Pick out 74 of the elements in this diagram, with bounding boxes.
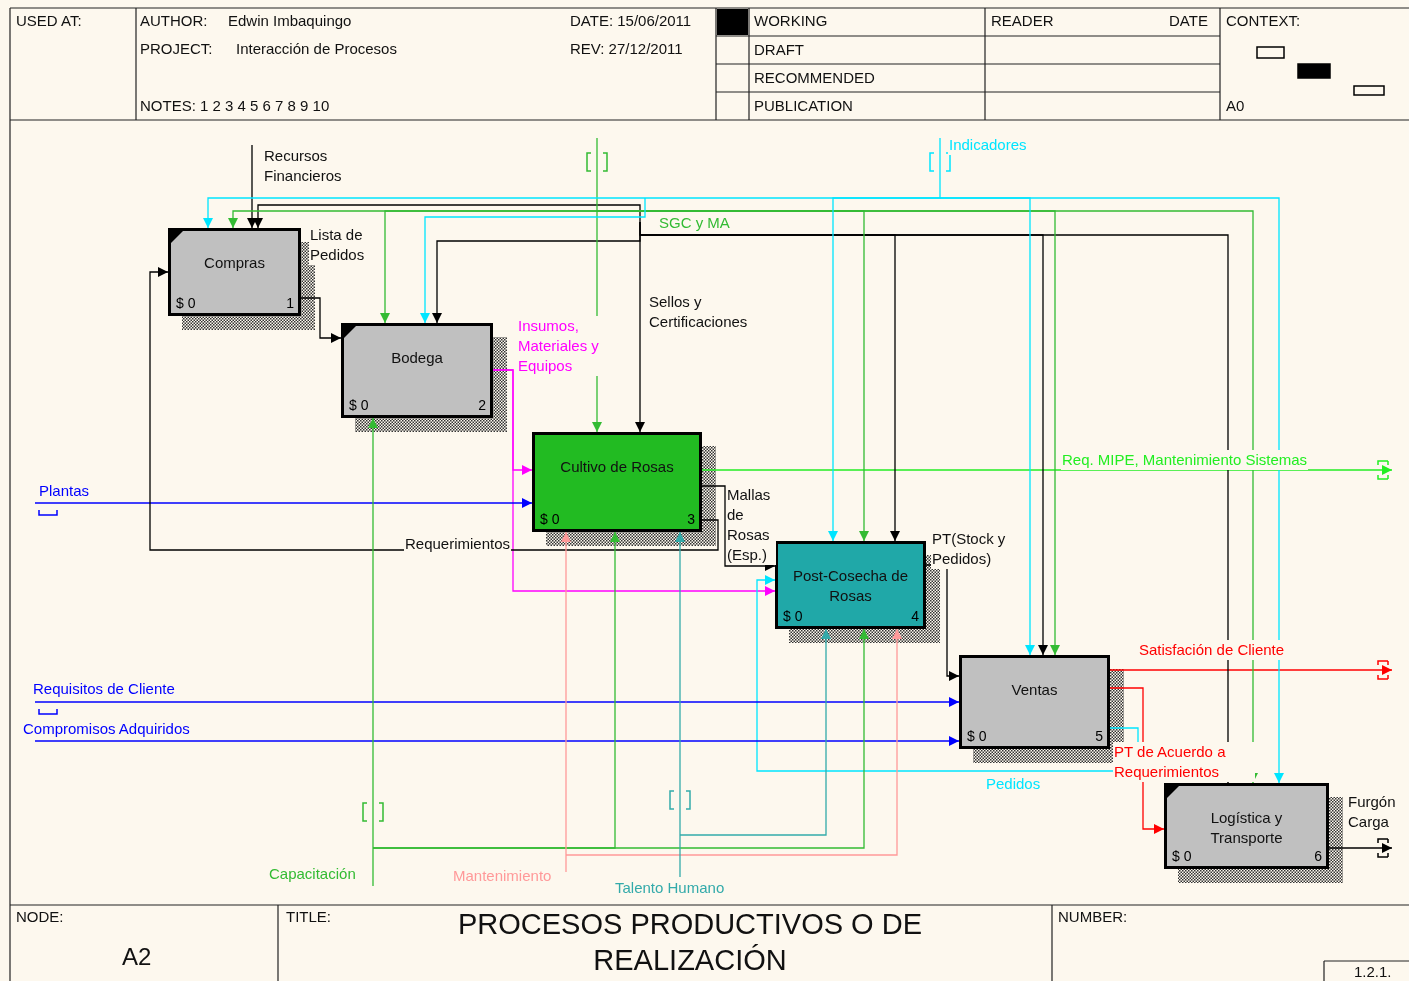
form-label: DATE (1169, 12, 1208, 29)
form-label: PUBLICATION (754, 97, 853, 114)
arrow (701, 485, 776, 571)
edge-label: Satisfación de Cliente (1138, 640, 1286, 660)
form-label: RECOMMENDED (754, 69, 875, 86)
form-label: PROJECT: (140, 40, 213, 57)
activity-name: Logística y Transporte (1209, 808, 1284, 848)
activity-number: 5 (1095, 728, 1103, 744)
form-label: REV: 27/12/2011 (570, 40, 683, 57)
arrow (561, 531, 571, 873)
arrow (925, 564, 960, 681)
activity-number: 2 (478, 397, 486, 413)
activity-number: 1 (286, 295, 294, 311)
cost-label: $ 0 (349, 397, 369, 413)
arrow (247, 144, 257, 229)
arrow (1328, 843, 1393, 853)
form-label: WORKING (754, 12, 828, 29)
arrow (368, 417, 378, 887)
activity-box (168, 228, 301, 316)
arrow (1109, 665, 1393, 675)
activity-box (341, 323, 493, 418)
arrow (639, 221, 900, 542)
activity-name: Cultivo de Rosas (559, 457, 675, 477)
form-label: Edwin Imbaquingo (228, 12, 352, 29)
arrow (300, 297, 342, 343)
form-label: 1.2.1. (1354, 963, 1392, 980)
arrow (34, 736, 960, 746)
form-label: NOTES: 1 2 3 4 5 6 7 8 9 10 (140, 97, 330, 114)
arrow (34, 498, 533, 508)
cost-label: $ 0 (540, 511, 560, 527)
arrow (679, 628, 831, 836)
form-label: CONTEXT: (1226, 12, 1301, 29)
node-id: A2 (122, 943, 152, 971)
form-label: Interacción de Procesos (236, 40, 397, 57)
cost-label: $ 0 (176, 295, 196, 311)
arrow (939, 197, 1284, 784)
form-label: USED AT: (16, 12, 82, 29)
arrow (701, 465, 1393, 475)
arrow (372, 628, 869, 849)
arrow (420, 197, 646, 324)
edge-label: PT de Acuerdo a Requerimientos (1113, 742, 1255, 782)
form-label: NUMBER: (1058, 908, 1128, 925)
form-label: NODE: (16, 908, 64, 925)
arrow (203, 137, 941, 229)
activity-name: Bodega (390, 348, 444, 368)
form-label: READER (991, 12, 1054, 29)
form-label: AUTHOR: (140, 12, 208, 29)
activity-name: Ventas (1010, 680, 1059, 700)
form-label: A0 (1226, 97, 1245, 114)
arrow (565, 628, 902, 856)
activity-number: 3 (687, 511, 695, 527)
activity-name: Post-Cosecha de Rosas (791, 566, 910, 606)
activity-box (532, 432, 702, 532)
arrow (34, 697, 960, 707)
activity-number: 4 (911, 608, 919, 624)
activity-box (959, 655, 1110, 749)
diagram-title: PROCESOS PRODUCTIVOS O DE REALIZACIÓN (456, 907, 924, 978)
arrow (253, 204, 641, 229)
activity-name: Compras (203, 253, 266, 273)
cost-label: $ 0 (783, 608, 803, 624)
form-label: DRAFT (754, 41, 804, 58)
form-label: DATE: 15/06/2011 (570, 12, 692, 29)
cost-label: $ 0 (1172, 848, 1192, 864)
arrow (675, 531, 685, 878)
arrow (828, 197, 941, 542)
arrow (492, 369, 776, 596)
activity-box (775, 541, 926, 629)
activity-box (1164, 783, 1329, 869)
cost-label: $ 0 (967, 728, 987, 744)
arrow (756, 575, 1139, 772)
arrow (380, 210, 598, 324)
activity-number: 6 (1314, 848, 1322, 864)
form-label: TITLE: (286, 908, 331, 925)
edge-label: Req. MIPE, Mantenimiento Sistemas (1061, 450, 1309, 470)
